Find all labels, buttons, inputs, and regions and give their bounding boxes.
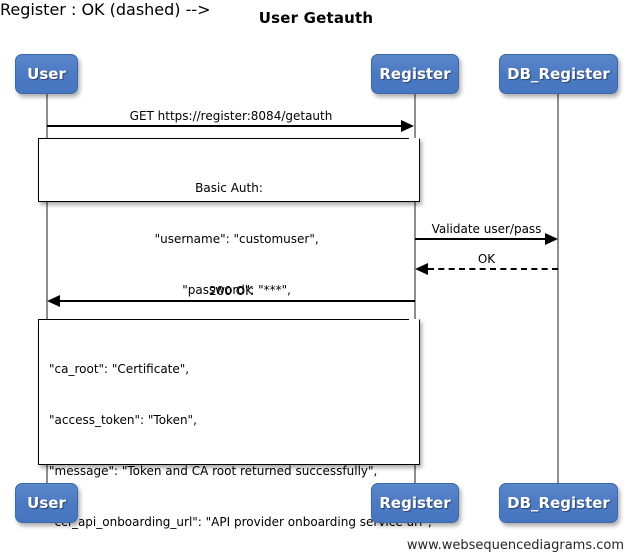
actor-label-user-bottom: User bbox=[27, 494, 66, 512]
message-line-200-ok bbox=[60, 300, 415, 302]
arrow-head-left-icon-m4 bbox=[47, 295, 60, 307]
actor-box-db-register-bottom[interactable]: DB_Register bbox=[499, 483, 618, 523]
note-response-payload-body: "ca_root": "Certificate", "access_token"… bbox=[39, 320, 442, 559]
note-line: "message": "Token and CA root returned s… bbox=[49, 464, 378, 478]
message-label-validate-user-pass: Validate user/pass bbox=[431, 222, 542, 236]
lifeline-register bbox=[414, 94, 416, 484]
note-fold-corner-icon-2 bbox=[409, 319, 420, 330]
message-label-200-ok: 200 OK bbox=[208, 284, 254, 298]
arrow-head-right-icon-m2 bbox=[545, 233, 558, 245]
page-title: User Getauth bbox=[258, 9, 374, 27]
arrow-head-right-icon-m1 bbox=[401, 120, 414, 132]
message-line-get-getauth bbox=[47, 125, 402, 127]
actor-box-register-top[interactable]: Register bbox=[371, 54, 459, 94]
actor-box-user-top[interactable]: User bbox=[15, 54, 78, 94]
actor-label-user-top: User bbox=[27, 65, 66, 83]
message-label-get-getauth: GET https://register:8084/getauth bbox=[129, 109, 333, 123]
note-line: Basic Auth: bbox=[195, 181, 263, 195]
message-label-ok: OK bbox=[477, 252, 496, 266]
note-fold-corner-icon-1 bbox=[409, 138, 420, 149]
lifeline-db-register bbox=[557, 94, 559, 484]
note-response-payload: "ca_root": "Certificate", "access_token"… bbox=[38, 319, 432, 529]
actor-box-user-bottom[interactable]: User bbox=[15, 483, 78, 523]
actor-label-db-register-bottom: DB_Register bbox=[507, 494, 610, 512]
note-line: "password": "***", bbox=[167, 283, 291, 297]
arrow-head-left-icon-m3 bbox=[415, 263, 428, 275]
actor-label-db-register-top: DB_Register bbox=[507, 65, 610, 83]
watermark-text: www.websequencediagrams.com bbox=[406, 538, 624, 553]
note-line: "ca_root": "Certificate", bbox=[49, 362, 190, 376]
note-line: "access_token": "Token", bbox=[49, 413, 197, 427]
actor-box-db-register-top[interactable]: DB_Register bbox=[499, 54, 618, 94]
message-line-ok bbox=[428, 268, 558, 270]
lifeline-user bbox=[46, 94, 48, 484]
actor-label-register-top: Register bbox=[379, 65, 451, 83]
note-line: "username": "customuser", bbox=[139, 232, 319, 246]
actor-box-register-bottom[interactable]: Register bbox=[371, 483, 459, 523]
actor-label-register-bottom: Register bbox=[379, 494, 451, 512]
note-basic-auth-body: Basic Auth: "username": "customuser", "p… bbox=[39, 139, 419, 340]
message-line-validate-user-pass bbox=[415, 238, 546, 240]
note-basic-auth: Basic Auth: "username": "customuser", "p… bbox=[38, 138, 420, 297]
